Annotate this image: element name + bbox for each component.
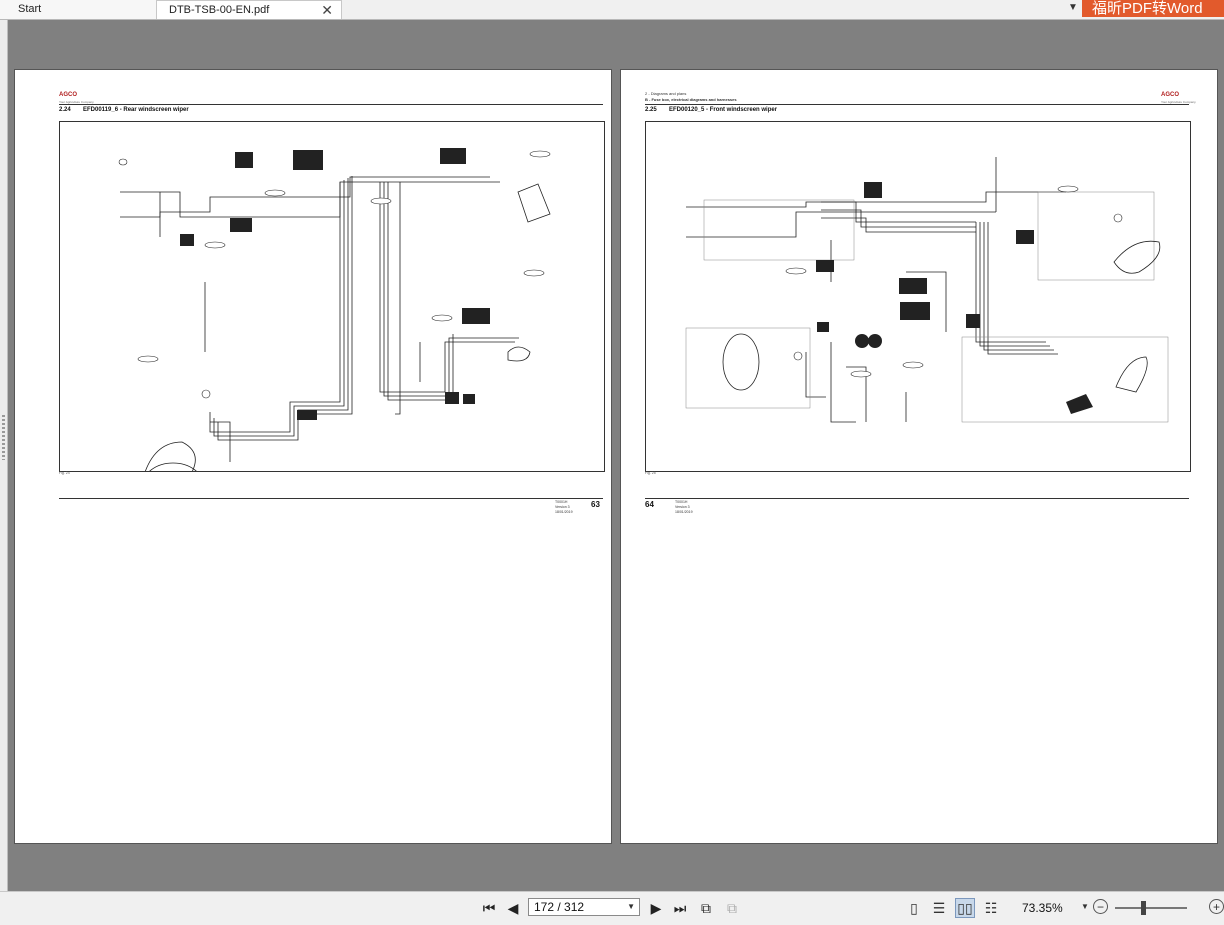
header-subchapter: B - Fuse box, electrical diagrams and ha… — [645, 97, 737, 102]
header-chapter: 2 - Diagrams and plans — [645, 91, 687, 96]
footer-doc-code: T0001H — [555, 500, 568, 504]
tab-bar: Start DTB-TSB-00-EN.pdf ✕ ▼ 福昕PDF转Word — [0, 0, 1224, 20]
document-viewport[interactable]: AGCO Your Agriculture Company 2.24 EFD00… — [8, 20, 1224, 891]
continuous-icon[interactable]: ☰ — [932, 900, 946, 916]
side-panel-collapsed[interactable] — [0, 20, 8, 891]
last-page-icon[interactable]: ⏭ — [673, 900, 687, 916]
zoom-dropdown-icon[interactable]: ▼ — [1081, 902, 1089, 911]
footer-date: 18/01/2019 — [675, 510, 693, 514]
section-number: 2.25 — [645, 107, 657, 113]
zoom-out-icon[interactable]: − — [1093, 899, 1108, 914]
tab-list-dropdown-icon[interactable]: ▼ — [1068, 2, 1078, 13]
agco-logo: AGCO — [1161, 92, 1179, 98]
page-number: 63 — [591, 500, 600, 509]
facing-icon[interactable]: ▯▯ — [955, 898, 975, 918]
footer-doc-code: T0001H — [675, 500, 688, 504]
figure-label: Fig. 25 — [645, 471, 656, 475]
chevron-down-icon[interactable]: ▼ — [627, 902, 635, 911]
footer-version: Version 3 — [675, 505, 690, 509]
next-page-icon[interactable]: ▶ — [650, 900, 662, 916]
section-title: EFD00119_6 - Rear windscreen wiper — [83, 107, 189, 113]
wiring-diagram-figure — [645, 121, 1191, 472]
agco-logo-tagline: Your Agriculture Company — [59, 100, 94, 104]
wiring-diagram-figure — [59, 121, 605, 472]
footer-rule — [59, 498, 603, 499]
footer-version: Version 3 — [555, 505, 570, 509]
pdf-page-64: 2 - Diagrams and plans B - Fuse box, ele… — [620, 69, 1218, 844]
close-icon[interactable]: ✕ — [321, 2, 333, 18]
tab-document-label: DTB-TSB-00-EN.pdf — [169, 4, 270, 16]
footer-date: 18/01/2019 — [555, 510, 573, 514]
header-rule — [645, 104, 1189, 105]
prev-page-icon[interactable]: ◀ — [507, 900, 519, 916]
history-back-icon[interactable]: ⧉ — [701, 900, 711, 916]
section-title: EFD00120_5 - Front windscreen wiper — [669, 107, 778, 113]
header-rule — [59, 104, 603, 105]
wiring-diagram-drawing — [685, 157, 1169, 423]
section-number: 2.24 — [59, 107, 71, 113]
figure-label: Fig. 24 — [59, 471, 70, 475]
first-page-icon[interactable]: ⏮ — [482, 900, 496, 916]
zoom-slider-thumb[interactable] — [1141, 901, 1147, 915]
status-bar: ⏮ ◀ 172 / 312 ▼ ▶ ⏭ ⧉ ⧉ ▯ ☰ ▯▯ ☷ 73.35% … — [0, 891, 1224, 925]
agco-logo: AGCO — [59, 92, 77, 98]
panel-grip-icon[interactable] — [2, 415, 5, 460]
agco-logo-tagline: Your Agriculture Company — [1161, 100, 1196, 104]
zoom-in-icon[interactable]: + — [1209, 899, 1224, 914]
promo-banner[interactable]: 福昕PDF转Word — [1082, 0, 1224, 17]
wiring-diagram-drawing — [118, 148, 551, 471]
zoom-slider[interactable] — [1115, 907, 1187, 909]
history-forward-icon[interactable]: ⧉ — [727, 900, 737, 916]
page-indicator-text: 172 / 312 — [534, 900, 585, 914]
page-number: 64 — [645, 500, 654, 509]
single-page-icon[interactable]: ▯ — [910, 900, 918, 916]
pdf-page-63: AGCO Your Agriculture Company 2.24 EFD00… — [14, 69, 612, 844]
tab-document[interactable]: DTB-TSB-00-EN.pdf ✕ — [156, 0, 342, 19]
zoom-level[interactable]: 73.35% — [1022, 901, 1063, 915]
page-number-input[interactable]: 172 / 312 ▼ — [528, 898, 640, 916]
tab-start[interactable]: Start — [0, 0, 158, 19]
footer-rule — [645, 498, 1189, 499]
continuous-facing-icon[interactable]: ☷ — [984, 900, 998, 916]
